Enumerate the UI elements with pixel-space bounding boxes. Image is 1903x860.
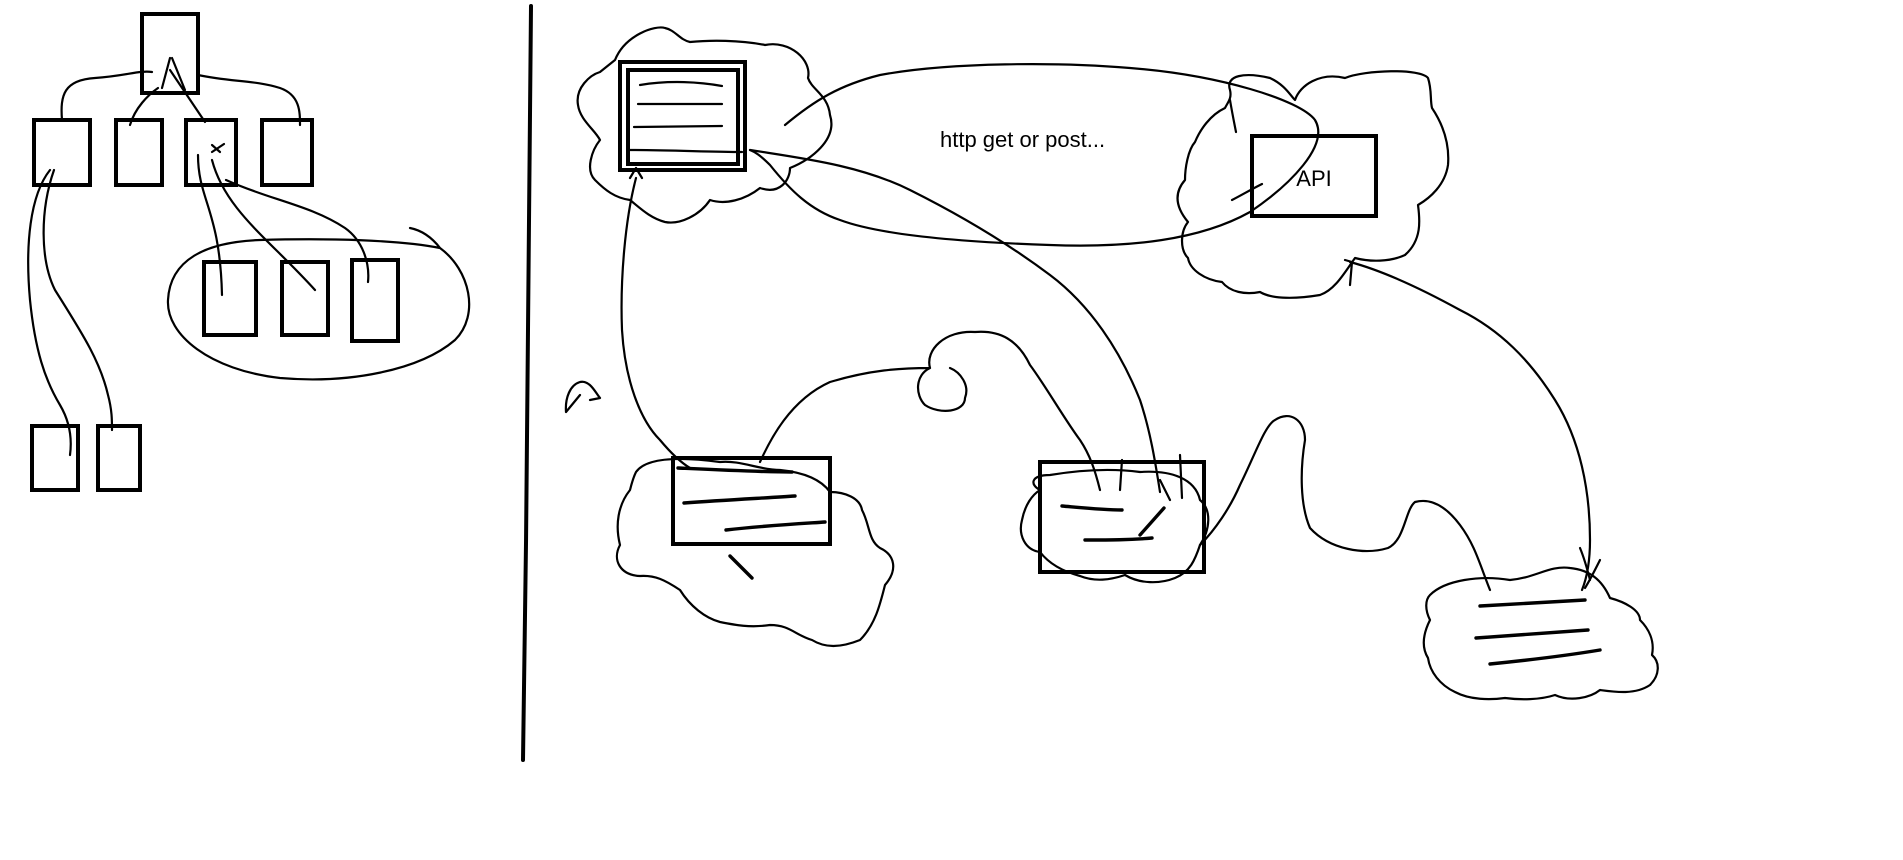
cloud-component-b [1019,468,1210,584]
connector-api-to-component-c [1343,258,1592,592]
tree-edge-node-3-to-grandchild-1 [196,153,224,297]
tree-root-node [140,12,200,95]
api-box [1250,134,1378,218]
stray-scribble [564,380,602,414]
component-b-text-line-2 [1083,536,1154,542]
tree-grandchild-node-1 [202,260,258,337]
component-a-text-line-3 [724,520,827,532]
tree-leaf-node-2 [96,424,142,492]
cloud-component-c [1422,566,1659,701]
component-c-text-line-2 [1474,628,1590,640]
tree-edge-node-3-marker [210,142,226,154]
connector-client-to-component-a [620,166,692,470]
tree-child-node-3 [184,118,238,187]
main-client-box-outer [618,60,747,172]
tree-edge-root-to-node-3 [160,56,207,124]
request-ellipse [748,63,1320,247]
component-tree [27,12,471,492]
request-label: http get or post... [940,127,1105,152]
connector-component-a-loop [758,330,1102,492]
tree-group-outline [166,226,471,381]
api-input-arrow [1228,98,1264,202]
component-a-marker [728,554,754,580]
component-b-arrow-ticks [1118,453,1184,502]
tree-edge-node-1-to-leaf-2 [42,168,114,432]
component-b-marker [1138,506,1166,537]
component-c-text-line-1 [1478,598,1587,608]
tree-leaf-node-1 [30,424,80,492]
component-b-box [1038,460,1206,574]
main-client-text-line-1 [638,80,724,88]
tree-edge-node-3-to-grandchild-3 [224,178,370,284]
connector-client-to-component-b [748,148,1162,494]
cloud-component-a [615,457,895,648]
main-client-box-inner [626,68,740,166]
tree-child-node-4 [260,118,314,187]
component-a-text-line-1 [676,466,794,474]
tree-edge-node-1-to-leaf-1 [27,168,72,457]
architecture-sketch: http get or post... API [564,26,1659,701]
tree-edge-root-to-node-2 [128,86,160,127]
tree-child-node-2 [114,118,164,187]
component-b-text-line-1 [1060,504,1124,512]
component-c-text-line-3 [1488,648,1602,666]
vertical-divider [521,4,533,762]
component-a-text-line-2 [682,494,797,505]
tree-child-node-1 [32,118,92,187]
connector-component-c-ticks [1578,546,1602,590]
cloud-api [1176,70,1450,299]
tree-grandchild-node-2 [280,260,330,337]
api-label: API [1296,166,1331,191]
main-client-text-line-3 [632,124,724,129]
connector-component-b-to-component-c [1198,415,1492,592]
cloud-main-client [576,26,833,224]
main-client-text-line-4 [626,148,744,154]
tree-edge-node-3-to-grandchild-2 [210,158,317,292]
tree-grandchild-node-3 [350,258,400,343]
tree-edge-root-to-node-1 [60,70,154,122]
component-a-box [671,456,832,546]
tree-edge-root-to-node-4 [196,73,302,127]
